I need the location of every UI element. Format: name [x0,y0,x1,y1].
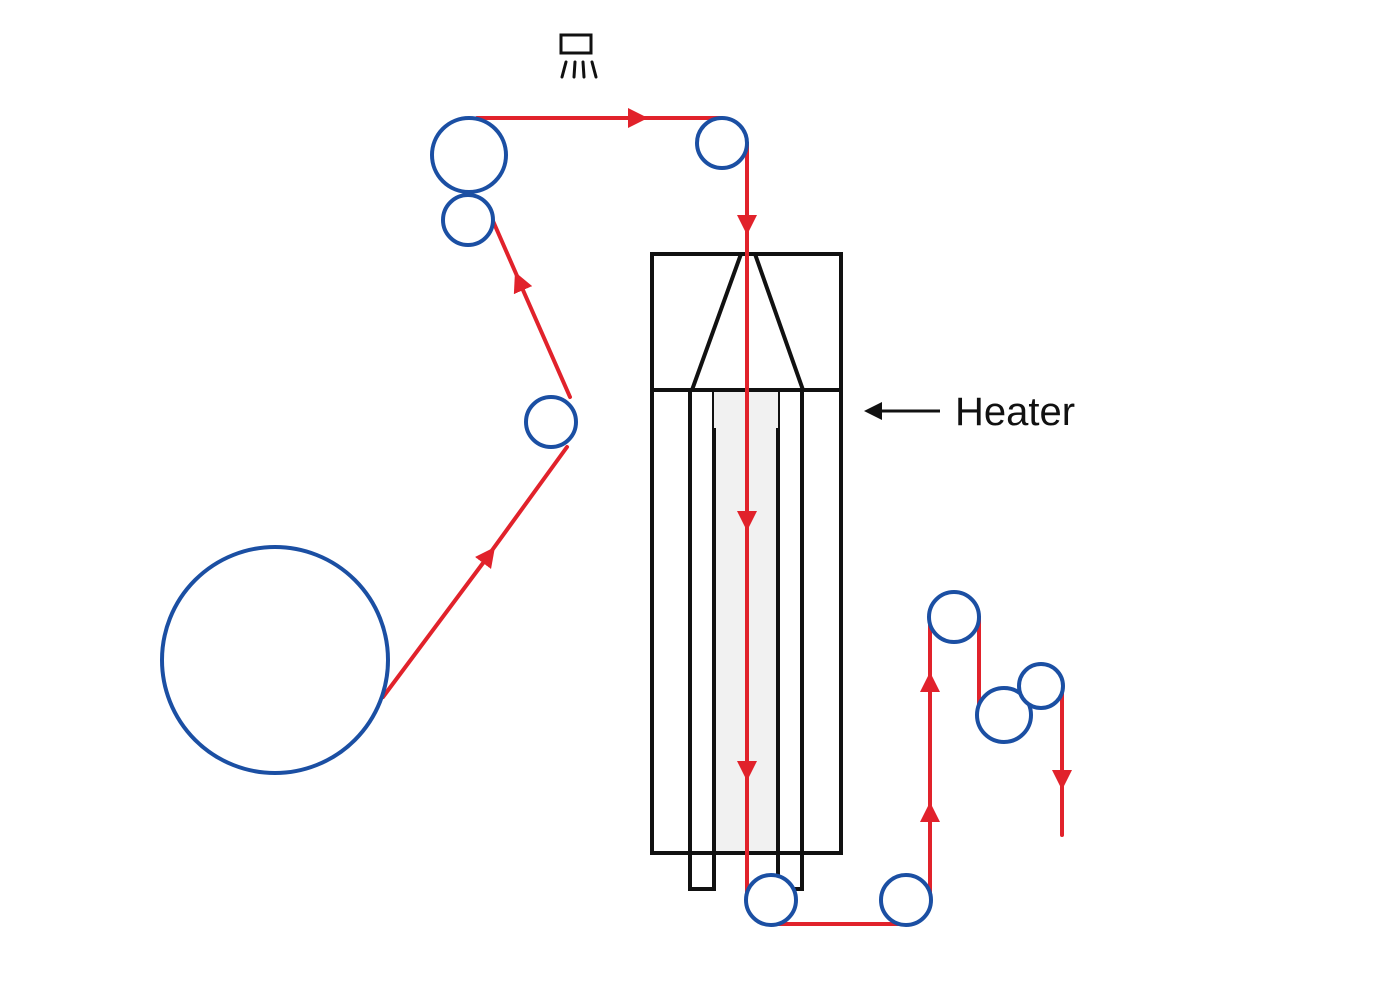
guide-roller-upper [927,590,981,644]
rollers [160,116,1065,927]
heater-tube-right [776,388,804,891]
heater-inlet-cone-left [690,253,743,391]
guide-roller-bottom-right [879,873,933,927]
guide-roller-mid [524,395,578,449]
heater-callout: Heater [864,390,1075,434]
guide-roller-top-right [695,116,749,170]
heater-inlet-cone-right [753,253,805,391]
spray-nozzle-icon [559,33,598,79]
supply-roll [160,545,390,775]
heater-tube-left [688,388,716,891]
web-segment-rise [513,271,572,399]
guide-roller-lower [975,686,1033,744]
nip-roller-large [430,116,508,194]
guide-roller-bottom-left [744,873,798,927]
heater-label: Heater [955,390,1075,434]
arrow-left-icon [864,402,882,420]
web-path [381,108,1072,926]
web-segment-supply [381,546,495,699]
guide-roller-exit [1017,662,1065,710]
nip-roller-small [441,193,495,247]
